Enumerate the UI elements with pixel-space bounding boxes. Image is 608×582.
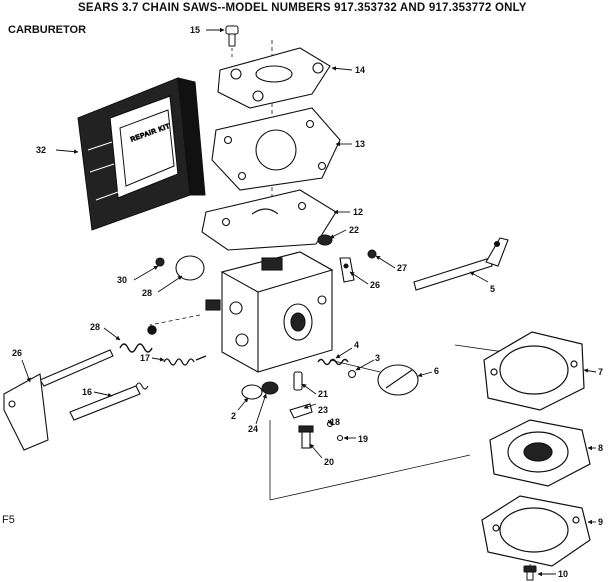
callout-10: 10 bbox=[558, 569, 568, 579]
diaphragm-12 bbox=[201, 189, 337, 251]
callout-4: 4 bbox=[354, 340, 359, 350]
callout-9: 9 bbox=[598, 517, 603, 527]
callout-16: 16 bbox=[82, 387, 92, 397]
callout-26-right: 26 bbox=[370, 280, 380, 290]
callout-7: 7 bbox=[598, 367, 603, 377]
callout-28-top: 28 bbox=[142, 288, 152, 298]
screw-10 bbox=[523, 565, 537, 581]
callout-15: 15 bbox=[190, 25, 200, 35]
callout-24: 24 bbox=[248, 424, 258, 434]
callout-21: 21 bbox=[318, 389, 328, 399]
choke-shaft bbox=[413, 237, 509, 291]
page-reference: F5 bbox=[2, 514, 15, 526]
gasket-13 bbox=[211, 107, 341, 191]
callout-13: 13 bbox=[355, 139, 365, 149]
pump-cover bbox=[217, 47, 331, 109]
page-title: SEARS 3.7 CHAIN SAWS--MODEL NUMBERS 917.… bbox=[78, 2, 527, 14]
callout-5: 5 bbox=[490, 284, 495, 294]
section-title: CARBURETOR bbox=[8, 24, 87, 36]
callout-26-left: 26 bbox=[12, 348, 22, 358]
callout-3: 3 bbox=[375, 353, 380, 363]
repair-kit-box: REPAIR KIT bbox=[77, 77, 206, 231]
callout-22: 22 bbox=[349, 225, 359, 235]
cover-9 bbox=[481, 495, 591, 567]
callout-28-left: 28 bbox=[90, 322, 100, 332]
callout-labels: 15 14 32 13 12 22 30 27 28 26 5 28 26 17… bbox=[12, 25, 603, 579]
spring-28 bbox=[119, 325, 157, 353]
callout-14: 14 bbox=[355, 65, 365, 75]
inlet-needle-21 bbox=[289, 371, 313, 419]
idle-needle-17 bbox=[163, 355, 207, 366]
callout-20: 20 bbox=[324, 457, 334, 467]
spring-4 bbox=[317, 358, 349, 366]
screw-15 bbox=[225, 25, 239, 47]
callout-8: 8 bbox=[598, 443, 603, 453]
callout-18: 18 bbox=[330, 417, 340, 427]
cup-24 bbox=[261, 381, 279, 395]
screen-disc-6 bbox=[377, 364, 419, 396]
callout-32: 32 bbox=[36, 145, 46, 155]
gasket-7 bbox=[483, 331, 585, 411]
choke-lever bbox=[339, 257, 355, 283]
screw-27 bbox=[367, 249, 377, 259]
callout-2: 2 bbox=[231, 411, 236, 421]
callout-6: 6 bbox=[434, 366, 439, 376]
carburetor-body bbox=[205, 251, 334, 373]
callout-30: 30 bbox=[117, 275, 127, 285]
needle-16 bbox=[69, 382, 149, 421]
leader-lines bbox=[21, 27, 597, 577]
throttle-shaft bbox=[3, 349, 114, 451]
welch-plug-2 bbox=[241, 384, 263, 400]
throttle-plate bbox=[155, 255, 205, 281]
callout-27: 27 bbox=[397, 263, 407, 273]
callout-19: 19 bbox=[358, 434, 368, 444]
pin-3 bbox=[348, 370, 356, 378]
callout-23: 23 bbox=[318, 405, 328, 415]
callout-17: 17 bbox=[140, 353, 150, 363]
needle-valve-22 bbox=[317, 234, 333, 246]
callout-12: 12 bbox=[353, 207, 363, 217]
diaphragm-8 bbox=[489, 419, 591, 487]
